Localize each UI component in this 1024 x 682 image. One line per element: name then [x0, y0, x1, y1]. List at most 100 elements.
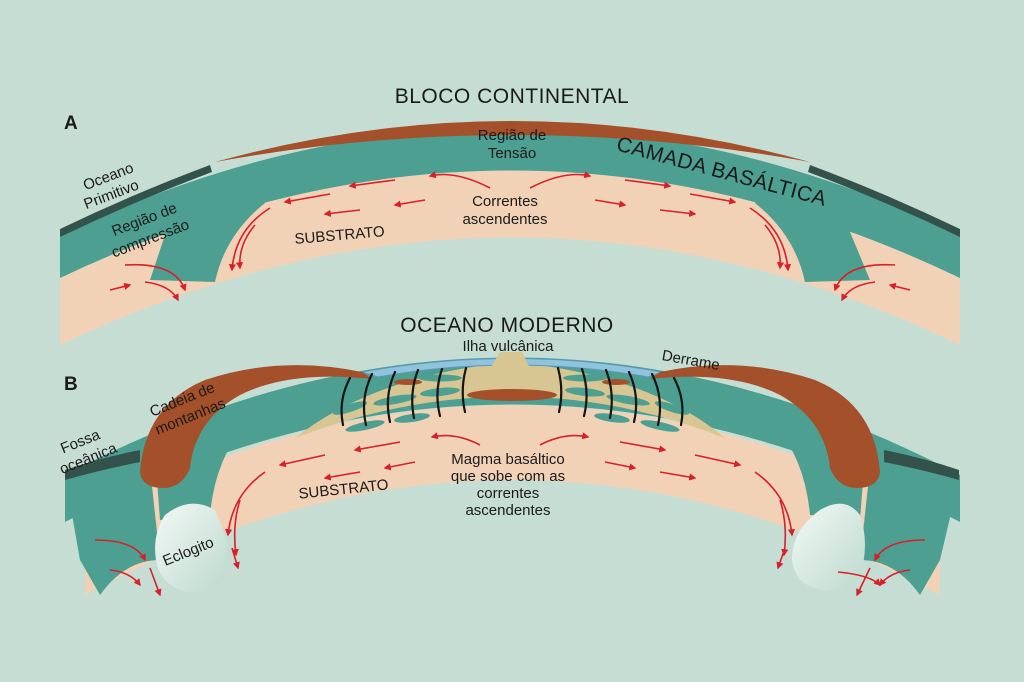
arrow: [539, 432, 590, 446]
continental-block-left-b: [140, 365, 372, 488]
arrow: [689, 193, 737, 205]
central-lens-left: [394, 379, 422, 385]
basaltic-bulge-right-a: [755, 197, 870, 282]
arrow: [856, 567, 871, 597]
arrow: [323, 209, 361, 217]
lens: [594, 413, 630, 423]
arrow: [619, 441, 667, 453]
lens: [640, 420, 680, 432]
arrow: [888, 282, 911, 291]
arrow: [841, 281, 876, 302]
arrow: [393, 199, 426, 208]
convection-arrows-b: [94, 432, 926, 597]
arrow: [144, 281, 179, 302]
arrow: [109, 282, 132, 291]
arrow: [348, 179, 396, 189]
arrow: [754, 471, 796, 537]
substrate-band-a: [60, 170, 960, 345]
arrow: [235, 224, 256, 270]
primitive-ocean-left-a: [60, 165, 212, 237]
bloco-continental-label: BLOCO CONTINENTAL: [395, 85, 629, 108]
eclogite-right: [792, 503, 865, 591]
correntes-ascendentes-label-2: ascendentes: [462, 211, 547, 228]
eclogite-left: [155, 503, 228, 593]
convection-arrows-a: [109, 171, 911, 302]
substrate-band-b: [85, 405, 940, 595]
ocean-water: [361, 358, 664, 378]
lens: [345, 420, 385, 432]
magma-basaltico-label-4: ascendentes: [465, 502, 550, 519]
conduit: [627, 370, 638, 424]
conduit: [340, 376, 352, 427]
arrow: [529, 171, 592, 189]
basaltic-wedge-left-b: [65, 468, 160, 595]
arrow: [594, 199, 627, 208]
continental-block-a: [215, 121, 810, 162]
arrow: [231, 547, 240, 570]
arrow: [323, 471, 361, 481]
volcanic-island: [488, 352, 532, 372]
lens: [565, 387, 605, 397]
basaltic-layer-b: [65, 357, 960, 522]
magma-conduits: [340, 366, 684, 427]
arrow: [124, 263, 187, 292]
arrow: [283, 193, 331, 205]
arrow: [228, 207, 271, 272]
conduit: [436, 367, 444, 418]
arrow: [659, 209, 697, 217]
conduit: [672, 376, 684, 427]
conduit: [604, 368, 613, 420]
panel-b: B OCEANO MODERNO Ilha vulcânica Derrame …: [57, 314, 960, 597]
magma-basaltico-label-2: que sobe com as: [451, 468, 565, 485]
arrow: [109, 569, 141, 587]
panel-letter-b: B: [64, 374, 78, 395]
arrow: [94, 539, 146, 562]
basaltic-bulge-left-a: [150, 197, 265, 282]
ocean-trench-right: [884, 450, 959, 480]
arrow: [659, 471, 697, 481]
central-continental-lens: [467, 389, 557, 401]
lens: [654, 401, 690, 415]
regiao-tensao-label-2: Tensão: [488, 145, 536, 162]
arrow: [430, 432, 481, 446]
arrow: [353, 441, 401, 453]
arrow: [231, 499, 241, 557]
arrow: [428, 171, 491, 189]
arrow: [149, 567, 162, 597]
lens: [373, 394, 417, 406]
continental-block-right-b: [650, 365, 880, 488]
regiao-tensao-label-1: Região de: [478, 127, 546, 144]
basaltic-layer-a: [60, 127, 960, 278]
arrow: [874, 539, 926, 562]
arrow: [749, 207, 792, 272]
arrow: [764, 224, 785, 270]
arrow: [224, 471, 266, 537]
primitive-ocean-right-a: [808, 165, 960, 237]
magma-basaltico-label-1: Magma basáltico: [451, 451, 564, 468]
conduit: [386, 370, 397, 424]
conduit: [461, 366, 468, 414]
arrow: [624, 179, 672, 189]
panel-a: A BLOCO CONTINENTAL Região de Tensão CAM…: [60, 85, 960, 345]
arrow: [383, 461, 416, 471]
panel-letter-a: A: [64, 113, 78, 134]
oceano-moderno-label: OCEANO MODERNO: [400, 314, 614, 337]
conduit: [580, 367, 588, 418]
conduit: [556, 366, 563, 414]
arrow: [604, 461, 637, 471]
correntes-ascendentes-label-1: Correntes: [472, 193, 538, 210]
basaltic-wedge-right-b: [860, 468, 960, 595]
ilha-vulcanica-label: Ilha vulcânica: [463, 338, 555, 355]
lens: [606, 394, 650, 406]
arrow: [776, 547, 786, 570]
lens: [420, 387, 460, 397]
central-lens-right: [602, 379, 630, 385]
arrow: [694, 454, 742, 468]
arrow: [833, 263, 896, 292]
lens: [394, 413, 430, 423]
conduit: [362, 372, 374, 427]
conduit: [411, 368, 420, 420]
arrow: [879, 569, 911, 587]
arrow: [837, 571, 882, 587]
